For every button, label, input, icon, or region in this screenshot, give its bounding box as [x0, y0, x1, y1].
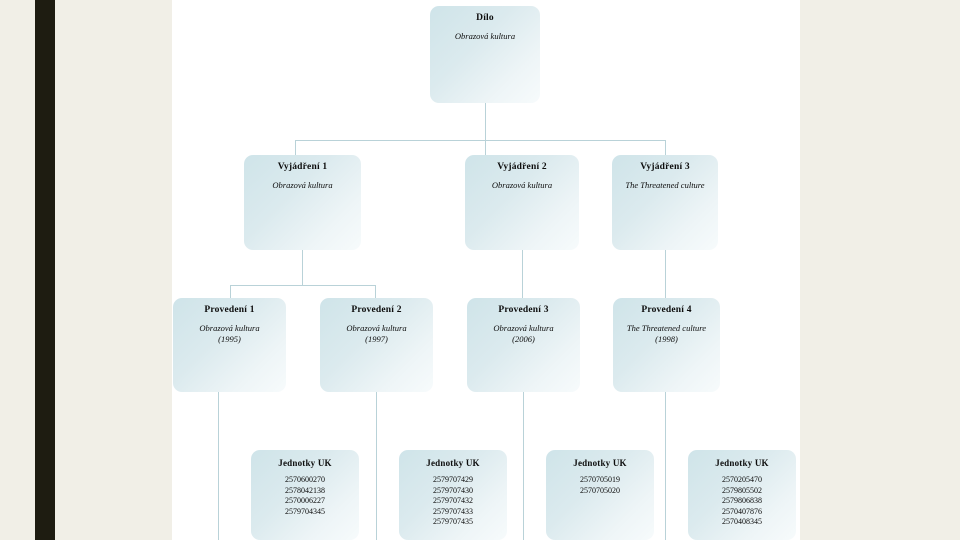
- identifier-value: 2579707433: [433, 506, 473, 516]
- identifier-value: 2579707429: [433, 475, 473, 484]
- node-provedeni-4[interactable]: Provedení 4 The Threatened culture (1998…: [613, 298, 720, 392]
- node-title: Jednotky UK: [426, 458, 480, 468]
- node-title: Jednotky UK: [715, 458, 769, 468]
- identifier-value: 2579805502: [722, 485, 762, 495]
- node-provedeni-2[interactable]: Provedení 2 Obrazová kultura (1997): [320, 298, 433, 392]
- identifier-value: 2578042138: [285, 485, 325, 495]
- identifier-value: 2579707430: [433, 485, 473, 495]
- identifier-value: 2579707435: [433, 517, 473, 526]
- node-vyjadreni-3[interactable]: Vyjádření 3 The Threatened culture: [612, 155, 718, 250]
- connector-expression1-down: [302, 250, 303, 285]
- identifier-value: 2570705019: [580, 475, 620, 484]
- node-title: Jednotky UK: [573, 458, 627, 468]
- node-dilo[interactable]: Dílo Obrazová kultura: [430, 6, 540, 103]
- node-provedeni-1[interactable]: Provedení 1 Obrazová kultura (1995): [173, 298, 286, 392]
- identifier-value: 2570407876: [722, 506, 762, 516]
- connector-to-jednotky-1: [218, 392, 219, 540]
- node-subtitle: Obrazová kultura: [493, 323, 554, 333]
- connector-to-expression-1: [295, 140, 296, 155]
- identifier-value: 2570408345: [722, 517, 762, 526]
- node-subtitle: Obrazová kultura: [454, 31, 516, 41]
- node-provedeni-3[interactable]: Provedení 3 Obrazová kultura (2006): [467, 298, 580, 392]
- node-vyjadreni-2[interactable]: Vyjádření 2 Obrazová kultura: [465, 155, 579, 250]
- decorative-left-stripe: [35, 0, 55, 540]
- node-title: Vyjádření 2: [497, 162, 547, 172]
- identifier-value: 2579704345: [285, 506, 325, 516]
- node-year: (1995): [218, 334, 241, 344]
- connector-to-provedeni-3: [522, 250, 523, 298]
- node-subtitle: The Threatened culture: [625, 180, 705, 190]
- node-subtitle: Obrazová kultura: [491, 180, 553, 190]
- connector-to-provedeni-1: [230, 285, 231, 298]
- node-vyjadreni-1[interactable]: Vyjádření 1 Obrazová kultura: [244, 155, 361, 250]
- node-title: Vyjádření 1: [277, 162, 328, 172]
- node-subtitle: Obrazová kultura: [199, 323, 260, 333]
- node-subtitle: Obrazová kultura: [272, 180, 333, 190]
- identifier-value: 2579806838: [722, 496, 762, 505]
- node-subtitle: Obrazová kultura: [346, 323, 407, 333]
- node-title: Vyjádření 3: [640, 162, 690, 172]
- connector-to-provedeni-4: [665, 250, 666, 298]
- connector-to-expression-2: [485, 140, 486, 155]
- identifier-value: 2570705020: [580, 485, 620, 495]
- identifier-value: 2579707432: [433, 496, 473, 505]
- node-year: (1997): [365, 334, 388, 344]
- connector-expression-bus: [295, 140, 665, 141]
- identifier-value: 2570600270: [285, 475, 325, 484]
- connector-root-down: [485, 103, 486, 140]
- identifier-value: 2570006227: [285, 496, 325, 505]
- node-year: (2006): [512, 334, 535, 344]
- connector-provedeni-bus-1: [230, 285, 375, 286]
- node-year: (1998): [655, 334, 678, 344]
- connector-to-jednotky-3: [523, 392, 524, 540]
- node-title: Provedení 3: [498, 305, 549, 315]
- node-title: Provedení 2: [351, 305, 402, 315]
- connector-to-provedeni-2: [375, 285, 376, 298]
- node-title: Provedení 1: [204, 305, 255, 315]
- node-title: Dílo: [476, 13, 494, 23]
- connector-to-jednotky-4: [665, 392, 666, 540]
- node-title: Provedení 4: [641, 305, 692, 315]
- connector-to-jednotky-2: [376, 392, 377, 540]
- connector-to-expression-3: [665, 140, 666, 155]
- node-title: Jednotky UK: [278, 458, 332, 468]
- identifier-value: 2570205470: [722, 475, 762, 484]
- node-subtitle: The Threatened culture: [626, 323, 707, 333]
